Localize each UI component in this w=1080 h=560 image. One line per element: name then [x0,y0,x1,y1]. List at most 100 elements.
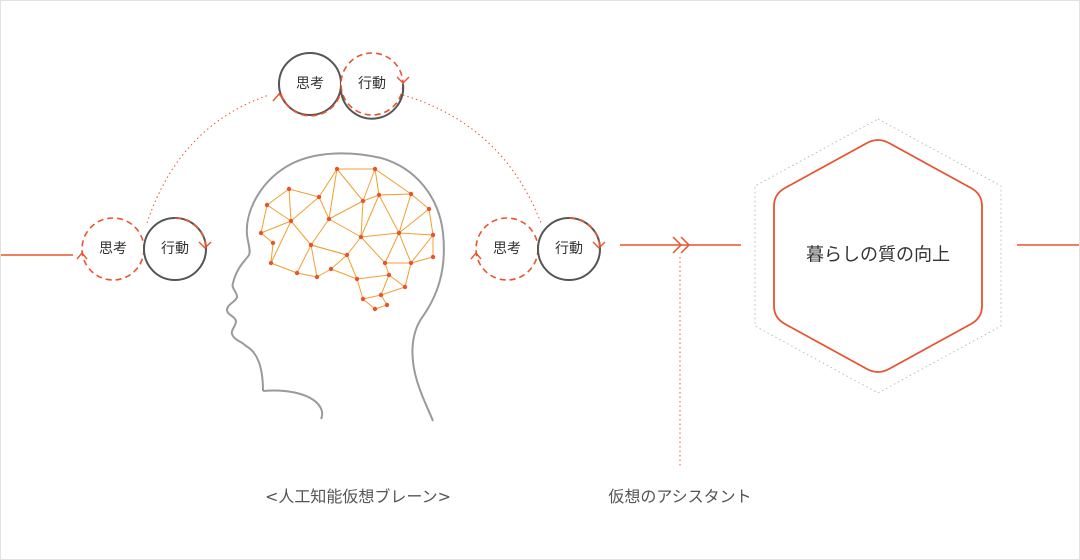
network-node [372,306,378,312]
act-label: 行動 [555,241,583,257]
head-outline [225,152,445,422]
act-arrowhead [198,241,212,249]
network-node [358,234,364,240]
act-arrowhead [592,241,606,249]
network-edge [296,244,312,274]
network-edge [346,236,362,256]
network-edge [398,232,434,236]
network-edge [378,194,400,234]
network-edge [270,262,298,274]
network-node [384,302,390,308]
network-edge [388,274,406,288]
think-arrowhead [470,251,482,260]
network-edge [362,294,382,300]
network-node [326,216,332,222]
network-node [270,240,276,246]
network-edge [290,220,312,246]
network-edge [398,232,412,264]
network-edge [398,193,412,234]
cycle-top: 思考 行動 [272,52,410,120]
network-node [286,186,292,192]
network-edge [318,168,338,198]
think-arrowhead [272,92,286,102]
network-edge [260,232,274,244]
network-edge [380,286,406,296]
network-edge [410,256,434,264]
network-node [402,284,408,290]
think-label: 思考 [99,241,127,257]
network-node [430,232,436,238]
network-edge [330,268,358,280]
network-edge [316,268,332,278]
network-node [344,252,350,258]
network-edge [310,218,330,246]
network-edge [266,204,292,222]
neck-line [262,389,324,420]
network-edge [362,168,376,202]
network-edge [360,232,400,238]
act-arrowhead [396,76,410,84]
network-edge [404,262,412,288]
network-node [372,166,378,172]
network-edge [318,196,330,220]
network-edge [362,194,380,202]
network-edge [356,278,364,300]
think-arrowhead [76,251,88,260]
network-edge [380,274,390,296]
network-node [308,242,314,248]
goal-label: 暮らしの質の向上 [806,245,950,266]
act-label: 行動 [161,241,189,257]
network-node [360,296,366,302]
network-edge [410,193,430,210]
network-node [314,274,320,280]
network-edge [398,208,430,234]
network-edge [328,218,362,238]
network-node [328,266,334,272]
network-edge [374,168,380,196]
goal-hexagon-outer [754,118,1002,394]
goal-hexagon [773,139,983,373]
network-edge [260,204,268,234]
network-edge [374,168,412,195]
brain-illustration [225,152,445,422]
network-edge [336,168,364,202]
network-edge [360,194,380,238]
network-edge [378,193,412,196]
double-chevron-icon [672,236,691,254]
network-node [258,230,264,236]
think-label: 思考 [296,76,324,92]
network-edge [328,200,364,220]
network-node [268,260,274,266]
arc-left [146,94,270,224]
network-edge [356,274,390,280]
network-edge [270,220,292,264]
network-node [408,260,414,266]
network-node [376,192,382,198]
network-edge [290,196,320,222]
network-edge [410,234,434,264]
arc-right [402,94,542,224]
network-edge [346,254,358,280]
network-edge [328,168,338,220]
cycle-right: 思考 行動 [470,217,606,281]
network-edge [288,188,292,222]
network-edge [362,298,376,310]
think-label: 思考 [493,241,521,257]
network-node [264,202,270,208]
network-edge [296,272,318,278]
network-node [334,166,340,172]
cycle-left: 思考 行動 [76,217,212,281]
assistant-caption: 仮想のアシスタント [608,487,752,506]
network-node [382,260,388,266]
network-node [360,198,366,204]
network-node [430,254,436,260]
network-edge [360,200,364,238]
network-node [288,218,294,224]
network-edge [270,242,274,264]
network-node [386,272,392,278]
network-edge [310,244,348,256]
network-node [408,191,414,197]
network-node [354,276,360,282]
network-node [426,206,432,212]
network-node [396,230,402,236]
